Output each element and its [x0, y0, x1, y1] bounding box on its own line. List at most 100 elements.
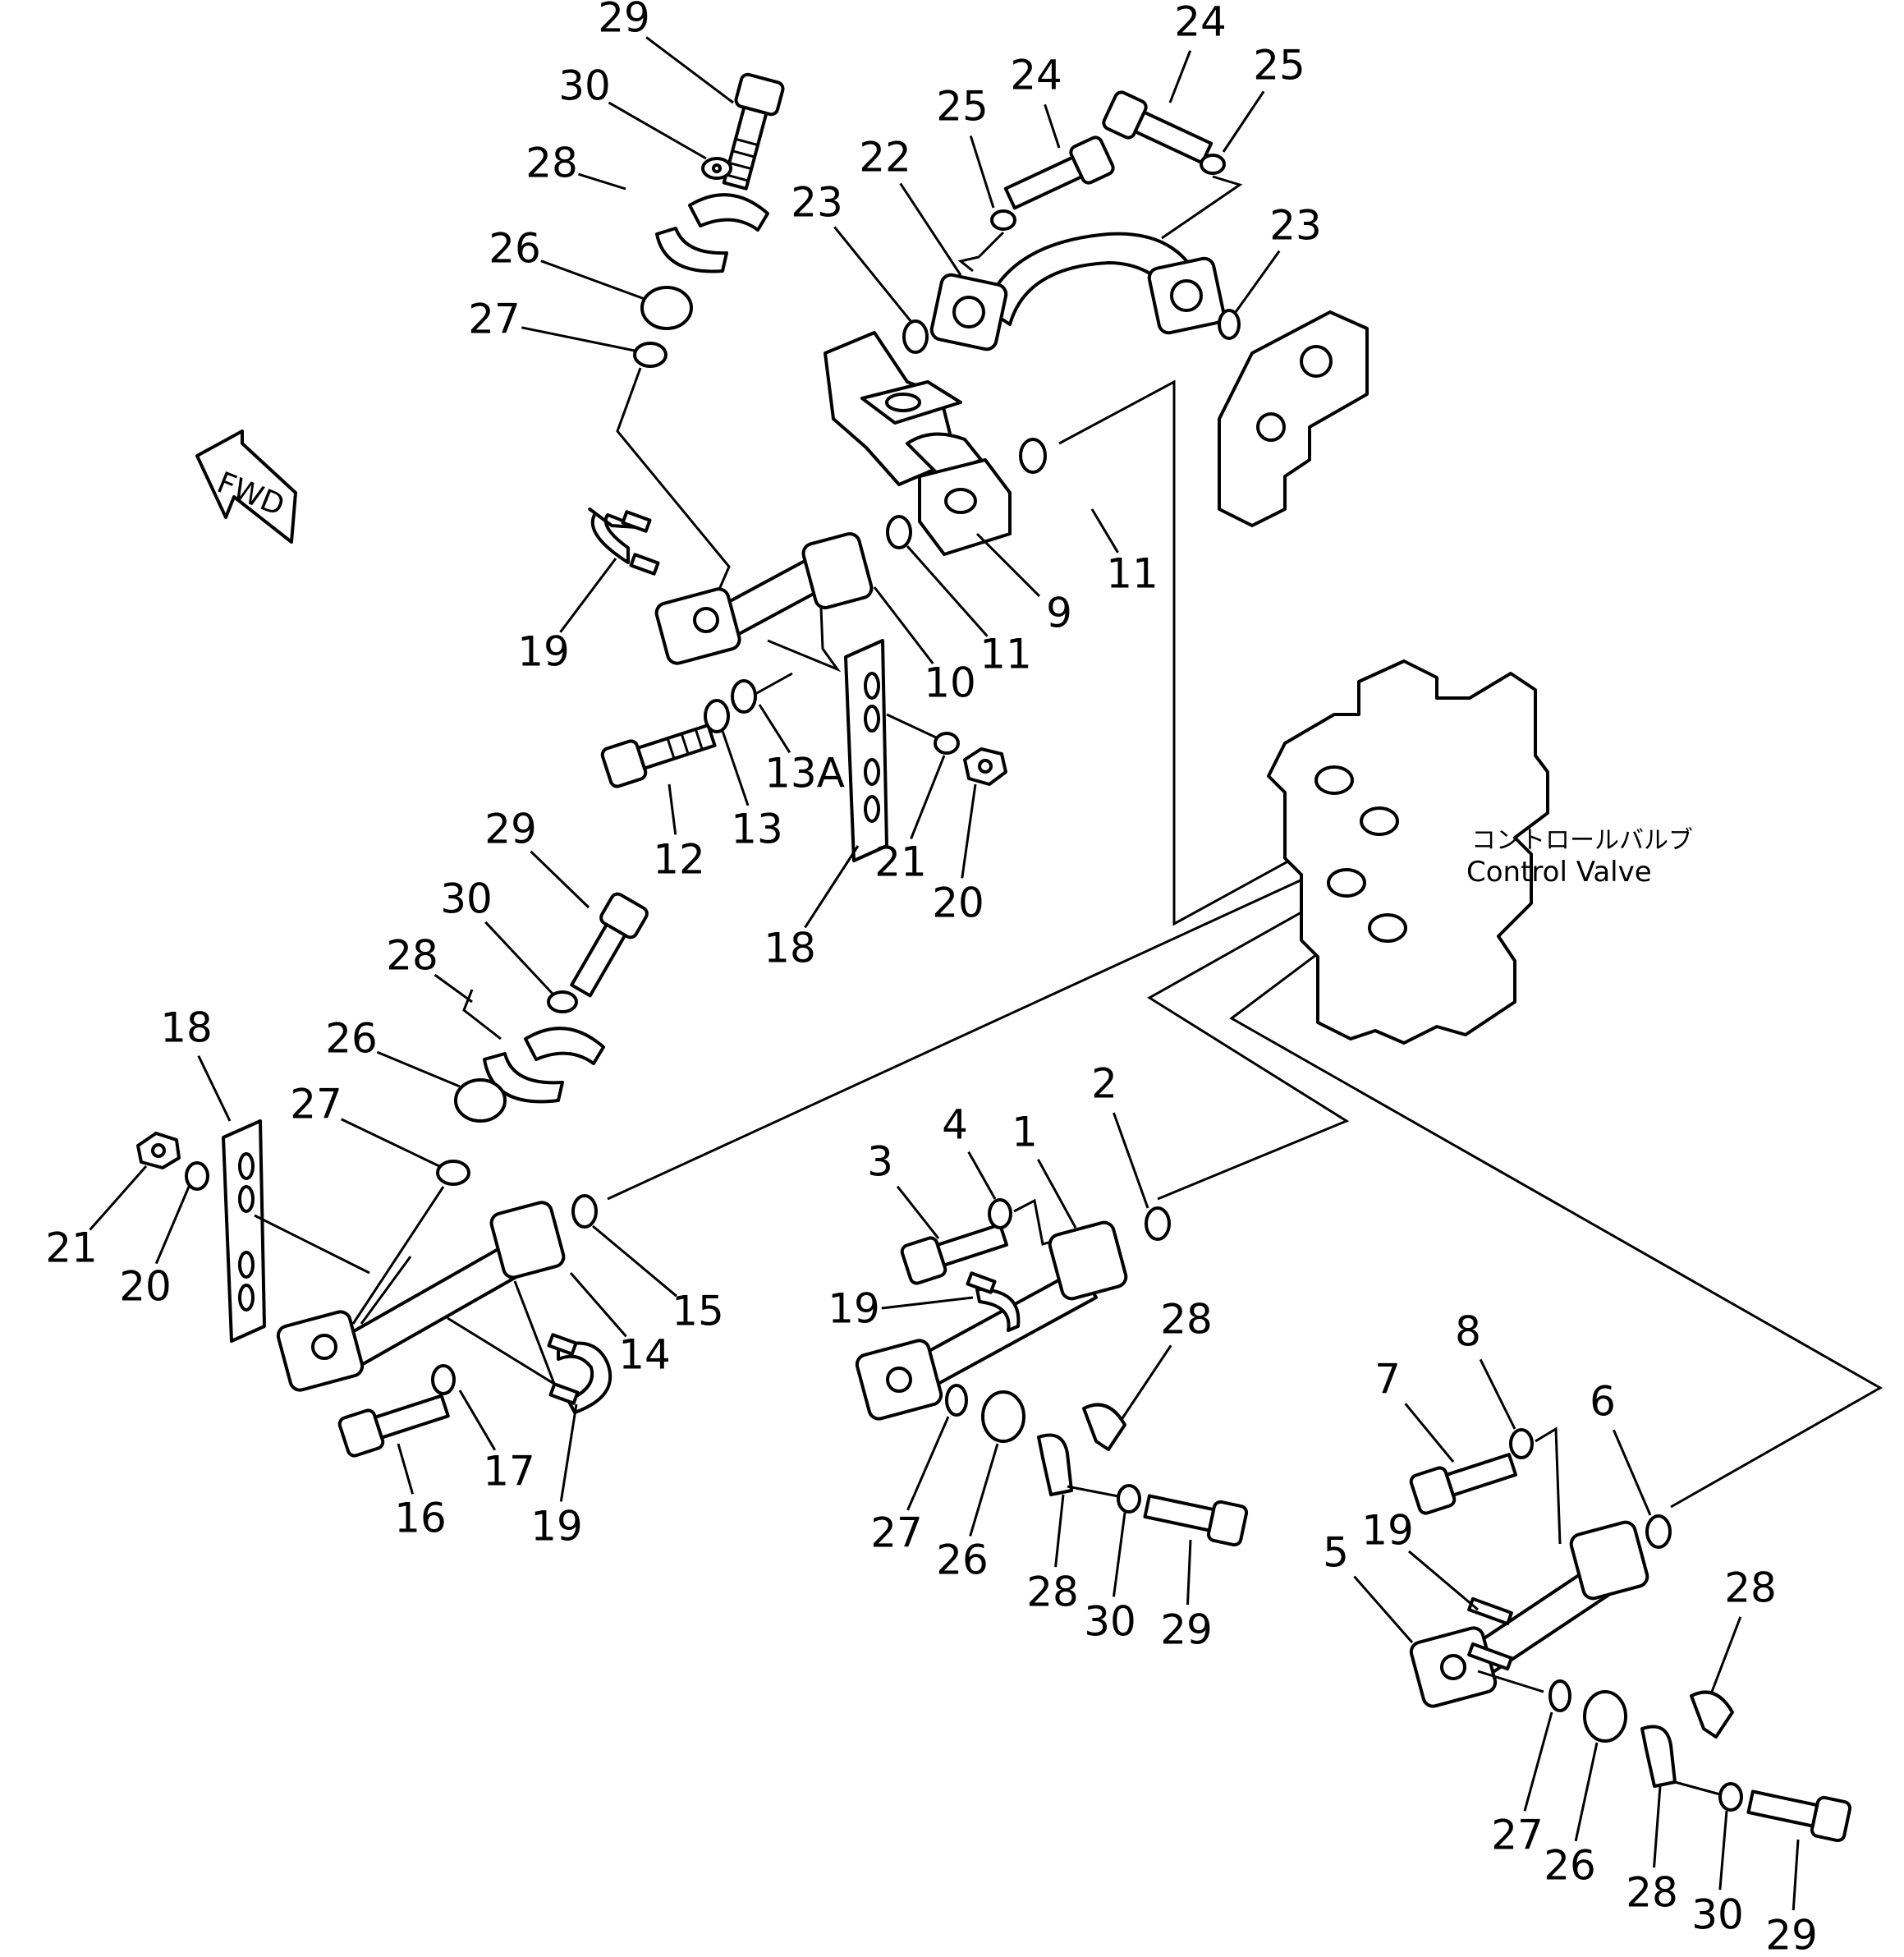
callout-26: 26	[325, 1015, 378, 1063]
callout-21: 21	[45, 1224, 98, 1272]
callout-25: 25	[936, 83, 989, 131]
callout-13: 13	[731, 806, 783, 853]
callout-leader-26	[376, 1050, 461, 1088]
washer-30-pipe-5	[1718, 1782, 1743, 1812]
o-ring-6	[1645, 1514, 1672, 1549]
callout-leader-29	[645, 36, 734, 104]
line-valve-to-o-ring-2	[1147, 885, 1350, 1201]
callout-24: 24	[1174, 0, 1227, 46]
callout-28: 28	[1724, 1564, 1777, 1612]
callout-12: 12	[653, 836, 705, 884]
callout-leader-18	[804, 845, 860, 929]
callout-leader-22	[899, 182, 962, 276]
callout-leader-28	[1653, 1785, 1662, 1868]
washer-13a	[731, 679, 757, 714]
o-ring-27-pipe-1	[945, 1384, 968, 1417]
callout-27: 27	[468, 296, 521, 343]
washer-20-left	[185, 1161, 209, 1191]
callout-30: 30	[1691, 1891, 1744, 1939]
callout-15: 15	[672, 1288, 724, 1335]
o-ring-23-right	[1218, 309, 1241, 340]
washer-17	[431, 1364, 456, 1395]
pipe-10-flange-upper	[801, 532, 874, 609]
callout-leader-23	[833, 226, 913, 323]
callout-19: 19	[517, 628, 570, 676]
washer-13	[704, 699, 730, 733]
split-flange-28-pipe-5	[1640, 1690, 1734, 1788]
flange-cap-26-top	[640, 286, 693, 330]
o-ring-11-upper	[1019, 438, 1047, 474]
callout-leader-18	[197, 1054, 232, 1122]
callout-11: 11	[1106, 550, 1158, 598]
flange-cap-26-pipe-5	[1583, 1690, 1627, 1743]
pipe-14-group	[276, 1201, 566, 1392]
o-ring-23-left	[902, 319, 929, 354]
callout-28: 28	[1160, 1296, 1213, 1344]
callout-29: 29	[1160, 1606, 1213, 1654]
callout-4: 4	[942, 1101, 968, 1149]
o-ring-27-top	[633, 342, 668, 368]
callout-leader-30	[608, 101, 707, 160]
callout-6: 6	[1590, 1378, 1616, 1426]
callout-leader-27	[906, 1416, 950, 1511]
callout-leader-2	[1113, 1112, 1149, 1209]
callout-28: 28	[525, 140, 578, 187]
u-bolt-19-pipe-5-upper	[1467, 1596, 1513, 1626]
callout-leader-19	[881, 1296, 974, 1310]
callout-leader-9	[975, 532, 1041, 598]
bolt-29-middle-left	[570, 892, 649, 998]
u-bolt-19-pipe-5-lower	[1467, 1642, 1513, 1671]
callout-leader-21	[89, 1165, 148, 1231]
flange-cap-26-pipe-1	[981, 1390, 1025, 1443]
callout-leader-13A	[758, 704, 791, 754]
callout-23: 23	[791, 179, 843, 227]
callout-27: 27	[1491, 1812, 1544, 1859]
callout-leader-16	[397, 1443, 415, 1495]
o-ring-2	[1145, 1206, 1171, 1241]
callout-5: 5	[1323, 1529, 1349, 1577]
o-ring-27-pipe-5	[1548, 1679, 1571, 1712]
callout-leader-17	[458, 1390, 497, 1451]
washer-4	[988, 1198, 1012, 1229]
callout-leader-4	[967, 1151, 997, 1200]
callout-30: 30	[558, 62, 611, 110]
callout-20: 20	[932, 880, 984, 927]
callout-20: 20	[119, 1263, 172, 1311]
washer-25-right	[1200, 154, 1226, 175]
callout-26: 26	[936, 1537, 989, 1584]
callout-28: 28	[1626, 1869, 1678, 1917]
callout-leader-25	[1222, 90, 1265, 153]
callout-29: 29	[484, 806, 537, 853]
callout-1: 1	[1012, 1109, 1038, 1156]
callout-leader-21	[910, 755, 946, 839]
washer-25-left	[990, 209, 1016, 231]
callout-leader-28	[578, 172, 626, 191]
callout-leader-25	[969, 135, 995, 209]
callout-29: 29	[1765, 1912, 1818, 1957]
valve-block-top-right	[1218, 310, 1369, 527]
callout-leader-1	[1037, 1159, 1077, 1229]
callout-30: 30	[1084, 1598, 1136, 1646]
bolt-7	[1409, 1453, 1518, 1515]
top-flange-clamp-group	[616, 72, 785, 592]
washer-8	[1509, 1428, 1534, 1459]
line-valve-to-o-ring-6	[1229, 918, 1883, 1509]
split-flange-28-pipe-1	[1037, 1403, 1126, 1496]
callout-leader-27	[1523, 1711, 1553, 1812]
callout-11: 11	[980, 631, 1032, 678]
callout-17: 17	[483, 1448, 535, 1495]
callout-leaders	[89, 36, 1800, 1911]
washer-30-pipe-1	[1117, 1484, 1141, 1514]
callout-leader-5	[1353, 1575, 1414, 1643]
hydraulic-routing-lines	[607, 379, 1883, 1509]
callout-leader-3	[896, 1185, 940, 1239]
callout-19: 19	[828, 1285, 880, 1333]
callout-19: 19	[1361, 1507, 1414, 1555]
callout-24: 24	[1010, 52, 1062, 99]
callout-leader-13	[721, 730, 750, 806]
callout-26: 26	[1544, 1842, 1596, 1890]
callout-leader-30	[484, 921, 554, 995]
control-valve: コントロールバルブ Control Valve	[1267, 659, 1693, 1045]
split-flange-28-middle-left	[483, 1027, 605, 1104]
